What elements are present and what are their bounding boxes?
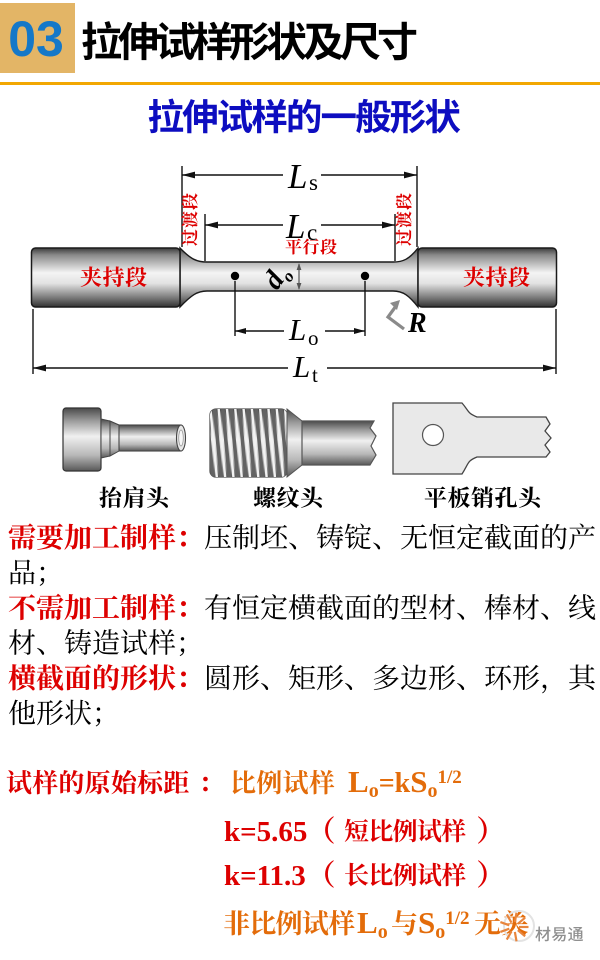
svg-text:L: L: [292, 349, 310, 384]
svg-text:L: L: [285, 207, 305, 246]
svg-text:c: c: [307, 220, 317, 245]
svg-text:Lo=kSo1/2: Lo=kSo1/2: [348, 764, 462, 802]
svg-text:s: s: [309, 170, 318, 195]
svg-text:k=11.3: k=11.3: [224, 860, 306, 892]
svg-text:03: 03: [8, 11, 64, 67]
svg-text:k=5.65: k=5.65: [224, 816, 307, 848]
svg-text:So1/2: So1/2: [418, 905, 470, 943]
svg-text:Lo: Lo: [357, 905, 388, 943]
svg-text:L: L: [288, 312, 306, 347]
svg-text:R: R: [407, 308, 427, 339]
svg-text:L: L: [287, 157, 307, 196]
svg-text:o: o: [308, 326, 319, 350]
svg-text:t: t: [312, 363, 318, 387]
